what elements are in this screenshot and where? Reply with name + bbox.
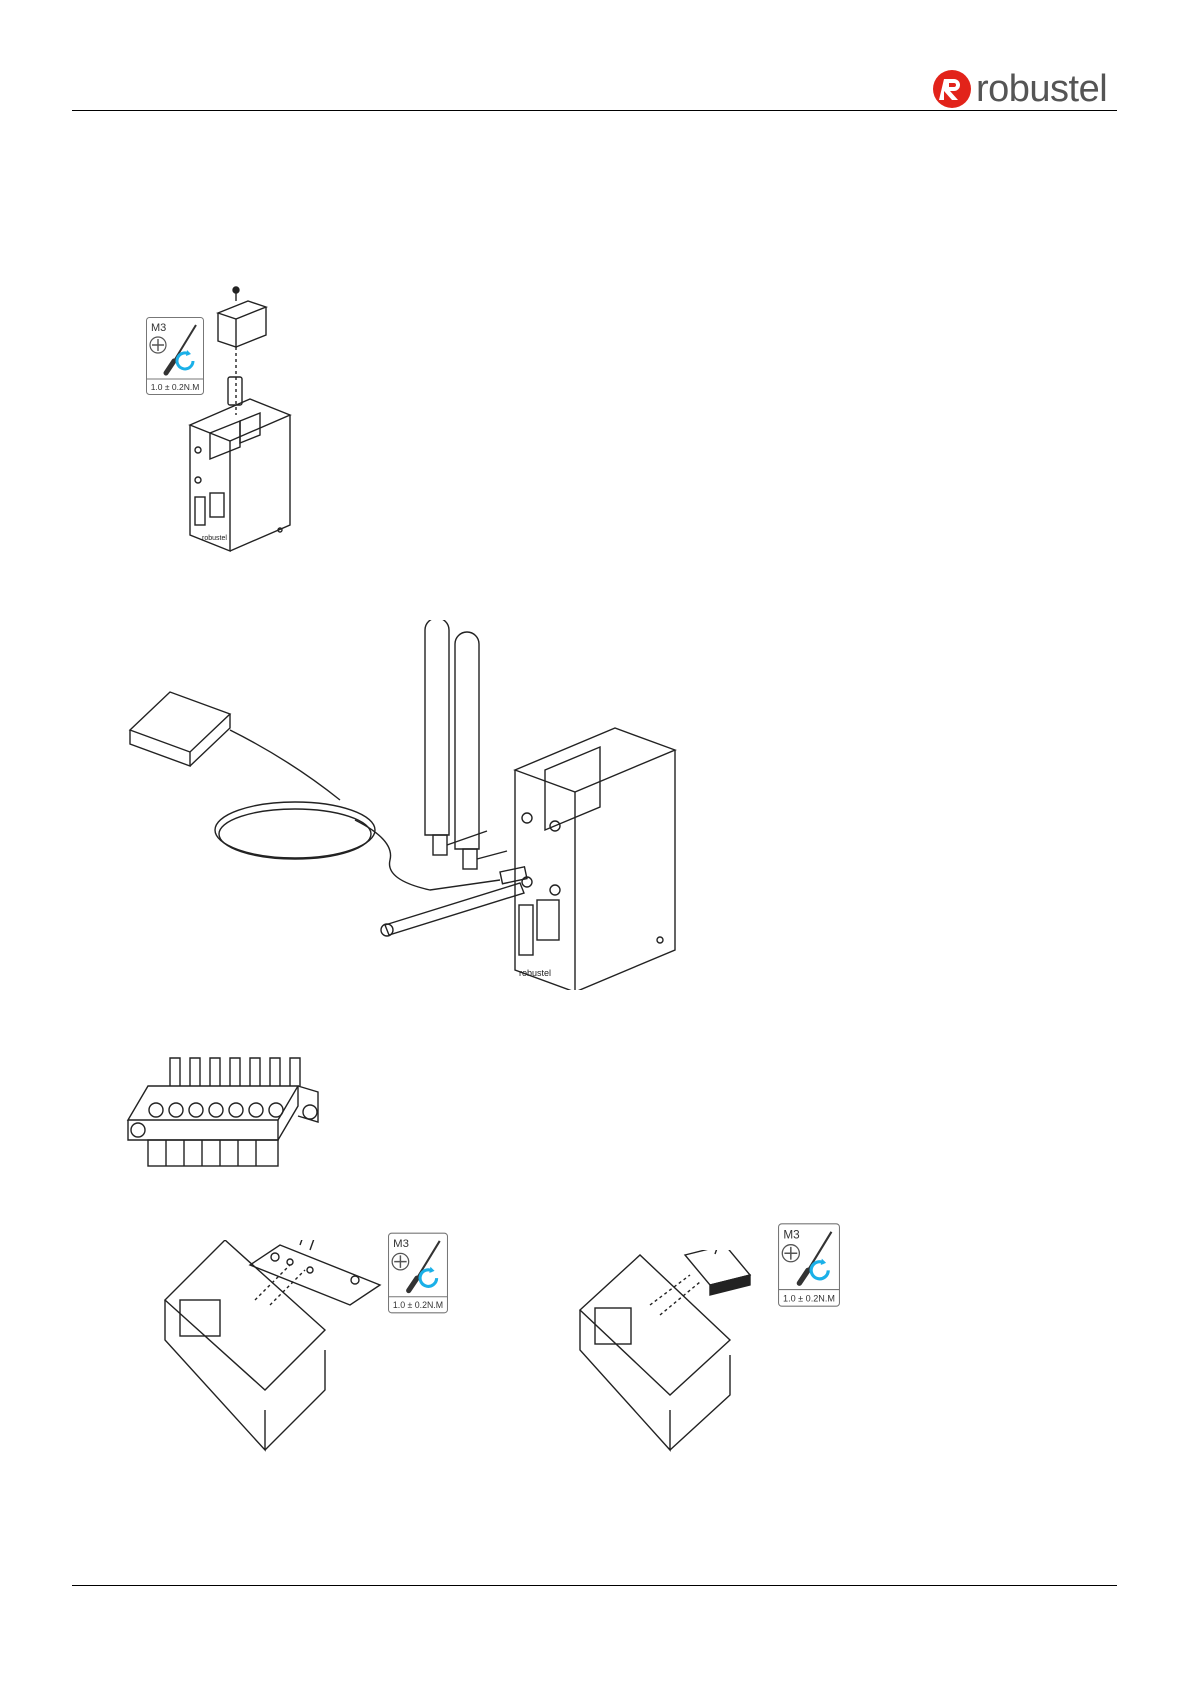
screwdriver-torque-icon: M3 1.0 ± 0.2N.M (388, 1232, 448, 1314)
torque-label: 1.0 ± 0.2N.M (393, 1300, 443, 1310)
robustel-logo-text: robustel (976, 70, 1107, 108)
svg-text:robustel: robustel (202, 535, 227, 542)
din-rail-mount-figure (575, 1250, 775, 1455)
screwdriver-torque-icon: M3 1.0 ± 0.2N.M (778, 1222, 840, 1308)
screw-size-label: M3 (151, 322, 166, 334)
svg-text:robustel: robustel (519, 968, 551, 978)
torque-label: 1.0 ± 0.2N.M (151, 382, 200, 392)
terminal-block-figure (118, 1040, 328, 1170)
footer-rule (72, 1585, 1117, 1586)
header-rule (72, 110, 1117, 111)
antenna-gps-install-figure: robustel (115, 620, 695, 990)
robustel-logo-mark-icon (932, 69, 972, 109)
wall-mount-figure (160, 1240, 390, 1455)
screw-size-label: M3 (783, 1228, 800, 1241)
robustel-logo: robustel (932, 70, 1107, 108)
torque-label: 1.0 ± 0.2N.M (783, 1293, 835, 1303)
screw-size-label: M3 (393, 1238, 409, 1250)
screwdriver-torque-icon: M3 1.0 ± 0.2N.M (146, 317, 204, 395)
